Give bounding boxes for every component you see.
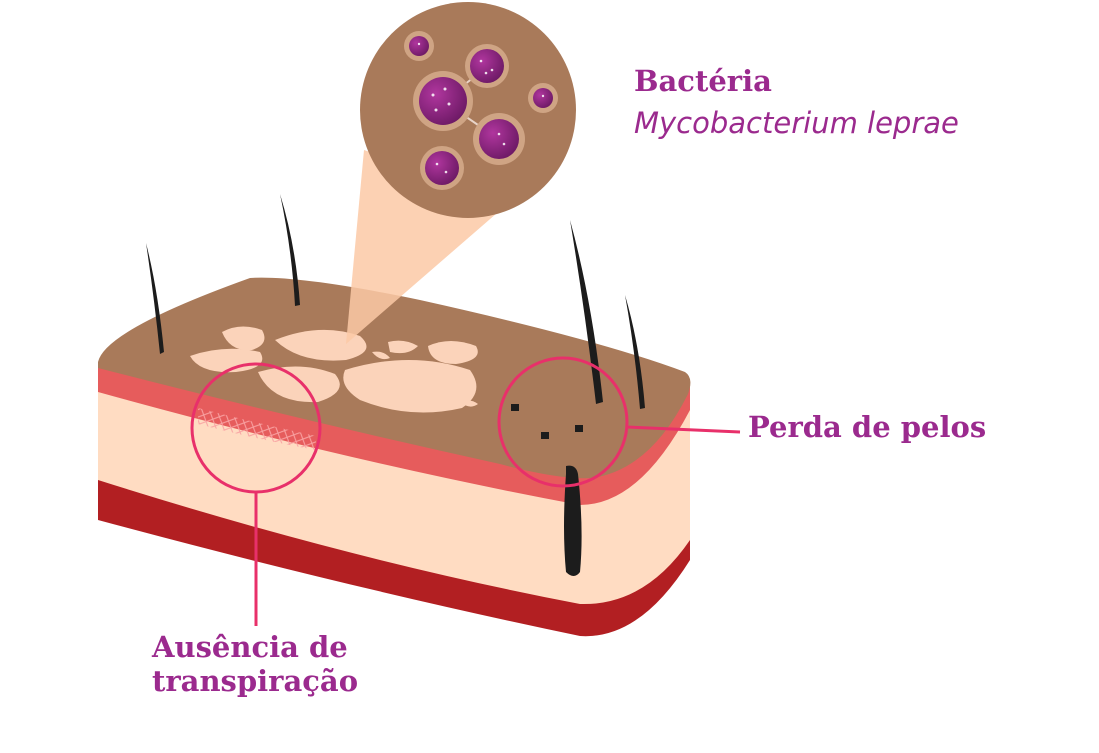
hair-callout-line [626, 425, 741, 434]
bacterium-icon [413, 71, 473, 131]
hair-follicle [564, 465, 582, 576]
empty-pore [541, 432, 549, 439]
bacterium-icon [473, 113, 525, 165]
hair-strand-icon [625, 295, 645, 409]
hairs [146, 194, 645, 576]
sweat-gland-mesh [198, 408, 316, 450]
sweat-absence-label: Ausência de transpiração [152, 630, 358, 698]
bacteria-speckles [417, 42, 545, 174]
empty-pore [511, 404, 519, 411]
callouts [190, 356, 741, 626]
bacterium-icon [420, 146, 464, 190]
skin-block [98, 277, 691, 637]
bacterium-icon [404, 31, 434, 61]
lesion-patches [190, 326, 478, 413]
zoom-circle [360, 2, 576, 218]
hair-strand-icon [146, 243, 164, 354]
empty-pore [575, 425, 583, 432]
sweat-absence-line1: Ausência de [152, 630, 348, 664]
hair-strand-icon [570, 220, 603, 404]
bacteria-species-name: Mycobacterium leprae [634, 106, 959, 140]
hair-strand-icon [280, 194, 300, 306]
bacterium-icon [528, 83, 558, 113]
bacterium-icon [465, 44, 509, 88]
sweat-absence-line2: transpiração [152, 664, 359, 699]
bacteria-title: Bactéria [634, 64, 772, 98]
hair-loss-label: Perda de pelos [748, 410, 987, 444]
hair-callout-circle [497, 356, 629, 488]
